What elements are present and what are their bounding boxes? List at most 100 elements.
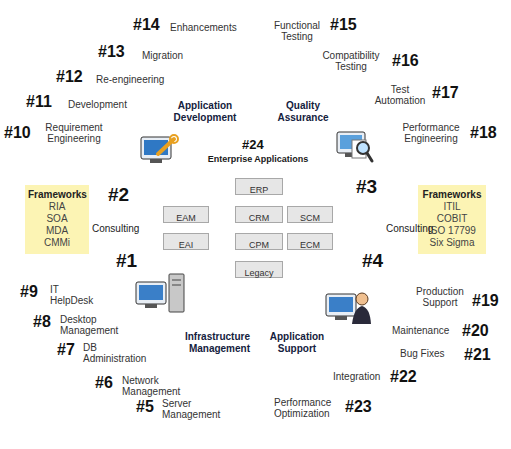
- frameworks-heading: Frameworks: [421, 189, 483, 201]
- stand: [150, 159, 162, 163]
- sector-fill: [260, 73, 413, 218]
- callout-number: #11: [26, 93, 52, 111]
- frameworks-heading: Frameworks: [28, 189, 86, 201]
- circle-fill: [159, 129, 357, 327]
- outer-quadrant: [258, 258, 488, 449]
- callout-number: #12: [56, 68, 83, 86]
- application-label: EAI: [179, 238, 194, 253]
- outer-quadrant: [258, 0, 485, 178]
- sector-label: Quality Assurance: [268, 100, 338, 124]
- sector-label: Infrastructure Management: [160, 331, 250, 355]
- service-label: Migration: [142, 50, 183, 61]
- service-label: Enhancements: [170, 22, 237, 33]
- magnifier-handle: [367, 153, 372, 161]
- callout-number: #6: [95, 374, 113, 392]
- framework-item: ITIL: [421, 201, 483, 213]
- callout-number: #23: [345, 398, 372, 416]
- callout-number: #21: [464, 346, 491, 364]
- framework-item: RIA: [28, 201, 86, 213]
- outer-quadrant: [32, 0, 259, 178]
- service-label: Test Automation: [370, 84, 430, 106]
- application-label: ERP: [250, 183, 269, 198]
- magnifier: [357, 142, 369, 154]
- service-label: Performance Optimization: [274, 397, 340, 419]
- service-label: Desktop Management: [60, 314, 126, 336]
- callout-number: #5: [136, 398, 154, 416]
- server-tower: [169, 274, 184, 312]
- sector-shape: [260, 240, 413, 383]
- application-label: CRM: [249, 211, 270, 226]
- sector-label: Application Support: [262, 331, 332, 355]
- service-label: Re-engineering: [96, 74, 164, 85]
- service-label: Performance Engineering: [396, 122, 466, 144]
- ring-separator: [100, 70, 416, 386]
- support-icon: [326, 293, 371, 324]
- callout-number: #14: [133, 16, 160, 34]
- callout-number: #8: [33, 313, 51, 331]
- monitor: [326, 294, 356, 316]
- application-box: CRM: [235, 206, 283, 223]
- service-label: Functional Testing: [266, 20, 328, 42]
- infrastructure-icon: [136, 274, 184, 312]
- callout-number: #24: [242, 137, 264, 152]
- callout-number: #3: [356, 176, 377, 197]
- service-label: Integration: [333, 371, 380, 382]
- enterprise-circle: Enterprise ApplicationsERP EAM CRM SCM EAI CP…: [158, 128, 358, 328]
- callout-number: #1: [116, 250, 137, 271]
- service-label: Network Management: [122, 375, 188, 397]
- service-label: Production Support: [412, 286, 468, 308]
- consulting-label: Consulting: [92, 223, 139, 235]
- callout-number: #4: [362, 250, 383, 271]
- service-label: Requirement Engineering: [40, 122, 108, 144]
- service-sector: Quality Assurance: [260, 73, 413, 218]
- drive-slot: [172, 285, 181, 286]
- sector-shape: [260, 73, 413, 218]
- application-label: EAM: [176, 211, 196, 226]
- application-box: ERP: [235, 178, 283, 195]
- quality-icon: [337, 132, 372, 161]
- callout-number: #2: [108, 184, 129, 205]
- application-label: SCM: [300, 211, 320, 226]
- wrench-head: [170, 135, 178, 143]
- person-body: [352, 306, 371, 324]
- stand: [145, 304, 157, 308]
- framework-item: SOA: [28, 213, 86, 225]
- stand: [335, 316, 347, 320]
- outer-quadrant: [28, 258, 258, 449]
- application-label: ECM: [300, 238, 320, 253]
- service-label: Maintenance: [392, 325, 449, 336]
- enterprise-heading: Enterprise Applications: [168, 154, 348, 165]
- sector-fill: [260, 240, 413, 383]
- callout-number: #9: [20, 283, 38, 301]
- service-label: IT HelpDesk: [50, 284, 98, 306]
- application-box: CPM: [235, 233, 283, 250]
- callout-number: #17: [432, 84, 459, 102]
- callout-number: #10: [4, 124, 31, 142]
- framework-item: Six Sigma: [421, 237, 483, 249]
- development-icon: [141, 135, 178, 163]
- application-label: Legacy: [244, 266, 273, 281]
- service-label: DB Administration: [83, 342, 155, 364]
- drive-slot: [172, 280, 181, 281]
- callout-number: #7: [57, 341, 75, 359]
- callout-number: #16: [392, 52, 419, 70]
- application-box: ECM: [287, 233, 333, 250]
- consulting-label: Consulting: [386, 223, 433, 235]
- application-box: EAI: [163, 233, 209, 250]
- screen: [329, 297, 353, 312]
- service-label: Compatibility Testing: [318, 50, 384, 72]
- application-box: EAM: [163, 206, 209, 223]
- sector-label: Application Development: [165, 100, 245, 124]
- sector-fill: [103, 73, 256, 218]
- application-box: Legacy: [235, 261, 283, 278]
- service-label: Bug Fixes: [400, 348, 444, 359]
- framework-item: MDA: [28, 225, 86, 237]
- framework-item: CMMi: [28, 237, 86, 249]
- frameworks-box: FrameworksITILCOBITISO 17799Six Sigma: [418, 185, 486, 254]
- callout-number: #15: [330, 16, 357, 34]
- person-head: [356, 293, 368, 305]
- callout-number: #18: [470, 124, 497, 142]
- service-label: Development: [68, 99, 127, 110]
- application-box: SCM: [287, 206, 333, 223]
